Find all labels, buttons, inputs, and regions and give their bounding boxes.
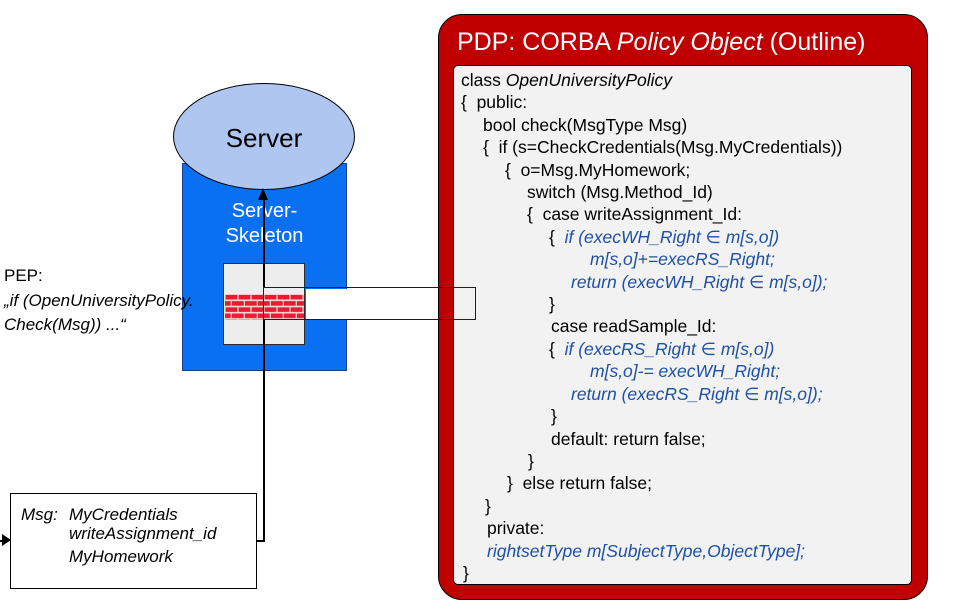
text-segment: Policy Object	[616, 28, 763, 56]
text-segment: PDP: CORBA	[457, 28, 617, 56]
text-segment: class	[461, 70, 506, 90]
pep-caption: PEP: „if (OpenUniversityPolicy. Check(Ms…	[4, 264, 234, 338]
code-line: m[s,o]-= execWH_Right;	[454, 360, 911, 382]
code-line: }	[454, 450, 911, 472]
code-line: bool check(MsgType Msg)	[454, 114, 911, 136]
server-label: Server	[225, 123, 303, 153]
pdp-title: PDP: CORBA Policy Object (Outline)	[457, 28, 865, 57]
code-line: } else return false;	[454, 472, 911, 494]
text-segment: }	[463, 562, 469, 583]
code-line: }	[454, 293, 911, 315]
code-line: class OpenUniversityPolicy	[454, 69, 911, 91]
server-skeleton-label-line2: Skeleton	[225, 225, 304, 247]
text-segment: private:	[487, 518, 545, 539]
text-segment: case readSample_Id:	[551, 316, 717, 337]
code-line: { case writeAssignment_Id:	[454, 203, 911, 225]
pdp-code-box: class OpenUniversityPolicy{ public:bool …	[453, 65, 912, 585]
text-segment: }	[551, 406, 557, 427]
code-line: return (execWH_Right ∈ m[s,o]);	[454, 271, 911, 293]
code-line: { public:	[454, 91, 911, 113]
text-segment: if (execRS_Right ∈ m[s,o])	[564, 338, 775, 359]
server-ellipse: Server	[173, 83, 355, 190]
pep-caption-quote-line2: Check(Msg)) ...“	[4, 315, 126, 334]
text-segment: m[s,o]+=execRS_Right;	[590, 249, 775, 270]
text-segment: }	[528, 450, 534, 471]
text-segment: OpenUniversityPolicy	[505, 70, 673, 90]
msg-box-label: Msg:	[21, 505, 58, 524]
incoming-msg-arrowhead-icon	[2, 534, 11, 546]
text-segment: {	[549, 338, 565, 359]
pep-caption-label: PEP:	[4, 266, 43, 285]
code-line: { if (execRS_Right ∈ m[s,o])	[454, 338, 911, 360]
text-segment: bool check(MsgType Msg)	[483, 114, 688, 135]
firewall-bricks-icon	[225, 294, 304, 320]
text-segment: }	[549, 294, 555, 315]
code-line: { if (s=CheckCredentials(Msg.MyCredentia…	[454, 136, 911, 158]
message-flow-line-jog	[256, 540, 265, 542]
code-line: }	[454, 405, 911, 427]
code-line: private:	[454, 517, 911, 539]
text-segment: return (execRS_Right ∈ m[s,o]);	[571, 383, 823, 404]
pdp-panel: PDP: CORBA Policy Object (Outline) class…	[438, 14, 928, 600]
code-line: }	[454, 495, 911, 517]
text-segment: default: return false;	[551, 428, 706, 449]
text-segment: { if (s=CheckCredentials(Msg.MyCredentia…	[483, 137, 843, 158]
pep-caption-quote-line1: „if (OpenUniversityPolicy.	[4, 290, 194, 310]
text-segment: (Outline)	[762, 28, 866, 56]
text-segment: rightsetType m[SubjectType,ObjectType];	[487, 540, 806, 561]
probe-rect-fill	[306, 289, 436, 319]
code-line: return (execRS_Right ∈ m[s,o]);	[454, 383, 911, 405]
text-segment: switch (Msg.Method_Id)	[527, 182, 713, 203]
msg-line-homework: MyHomework	[69, 546, 173, 566]
text-segment: { public:	[461, 92, 528, 113]
message-flow-line-lower	[263, 320, 265, 541]
msg-box: Msg: MyCredentials writeAssignment_id My…	[10, 493, 257, 589]
msg-line-credentials: MyCredentials	[69, 505, 178, 524]
code-line: { o=Msg.MyHomework;	[454, 159, 911, 181]
code-line: rightsetType m[SubjectType,ObjectType];	[454, 540, 911, 562]
code-line: default: return false;	[454, 428, 911, 450]
code-line: m[s,o]+=execRS_Right;	[454, 248, 911, 270]
server-skeleton-label-line1: Server-	[182, 199, 347, 224]
text-segment: {	[549, 226, 565, 247]
text-segment: }	[485, 495, 491, 516]
text-segment: { case writeAssignment_Id:	[527, 204, 742, 225]
server-skeleton-label: Server- Skeleton	[182, 199, 347, 249]
text-segment: return (execWH_Right ∈ m[s,o]);	[571, 271, 828, 292]
text-segment: m[s,o]-= execWH_Right;	[590, 361, 781, 382]
code-line: switch (Msg.Method_Id)	[454, 181, 911, 203]
code-line: case readSample_Id:	[454, 315, 911, 337]
code-line: { if (execWH_Right ∈ m[s,o])	[454, 226, 911, 248]
code-line: }	[454, 562, 911, 584]
probe-rect	[263, 287, 476, 320]
msg-line-method: writeAssignment_id	[69, 524, 217, 543]
msg-box-lines: MyCredentials writeAssignment_id MyHomew…	[69, 505, 216, 570]
message-flow-line-upper	[263, 199, 265, 288]
text-segment: } else return false;	[507, 473, 652, 494]
up-arrowhead-icon	[258, 188, 268, 200]
text-segment: if (execWH_Right ∈ m[s,o])	[564, 226, 780, 247]
text-segment: { o=Msg.MyHomework;	[505, 159, 691, 180]
